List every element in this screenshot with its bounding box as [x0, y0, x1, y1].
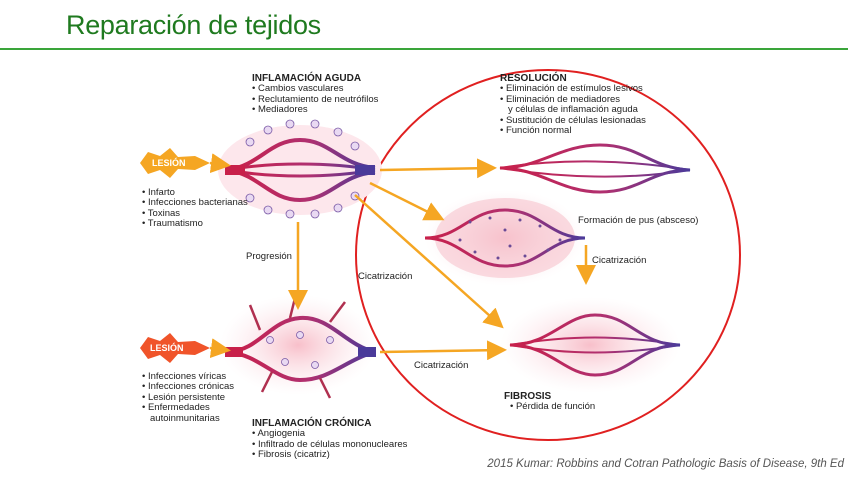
injury-cause: Infecciones crónicas	[142, 381, 234, 392]
resolution-header: RESOLUCIÓN	[500, 73, 567, 84]
chronic-inflammation-label: INFLAMACIÓN CRÓNICA Angiogenia Infiltrad…	[252, 418, 407, 461]
resolution-vessel-illustration	[499, 143, 691, 194]
injury-label-bottom: LESIÓN	[150, 343, 184, 353]
chronic-vessel-illustration	[220, 295, 376, 399]
injury-cause: Enfermedades	[142, 402, 234, 413]
flow-arrows	[209, 153, 596, 361]
injury-burst-icon-bottom	[140, 333, 210, 363]
chronic-header: INFLAMACIÓN CRÓNICA	[252, 418, 372, 429]
injury-cause: Toxinas	[142, 208, 248, 219]
fibrosis-header: FIBROSIS	[504, 391, 552, 402]
resolution-item: y células de inflamación aguda	[508, 104, 638, 116]
highlight-circle	[355, 69, 741, 441]
resolution-item: Eliminación de estímulos lesivos	[500, 83, 646, 94]
acute-vessel-illustration	[218, 119, 382, 219]
title-underline	[0, 48, 848, 50]
chronic-item: Infiltrado de células mononucleares	[252, 439, 407, 450]
resolution-label: RESOLUCIÓN Eliminación de estímulos lesi…	[500, 73, 646, 136]
acute-item: Mediadores	[252, 104, 378, 115]
chronic-item: Fibrosis (cicatriz)	[252, 449, 407, 460]
abscess-vessel-illustration	[424, 190, 586, 286]
injury-cause: Infarto	[142, 187, 248, 198]
acute-item: Reclutamiento de neutrófilos	[252, 94, 378, 105]
injury-burst-icon-top	[140, 148, 210, 178]
fibrosis-vessel-illustration	[500, 297, 681, 393]
acute-header: INFLAMACIÓN AGUDA	[252, 73, 362, 84]
fibrosis-label: FIBROSIS Pérdida de función	[504, 391, 595, 413]
injury-cause: Traumatismo	[142, 218, 248, 229]
fibrosis-item: Pérdida de función	[504, 401, 595, 412]
scarring-label-chronic: Cicatrización	[414, 360, 469, 371]
resolution-item: Función normal	[500, 125, 646, 136]
pus-formation-label: Formación de pus (absceso)	[578, 215, 699, 226]
injury-causes-acute: Infarto Infecciones bacterianas Toxinas …	[142, 187, 248, 230]
citation: 2015 Kumar: Robbins and Cotran Pathologi…	[487, 458, 844, 470]
resolution-item: Eliminación de mediadores	[500, 94, 646, 105]
acute-inflammation-label: INFLAMACIÓN AGUDA Cambios vasculares Rec…	[252, 73, 378, 116]
scarring-label-diagonal: Cicatrización	[358, 271, 413, 282]
injury-cause: Infecciones víricas	[142, 371, 234, 382]
injury-cause: autoinmunitarias	[150, 412, 220, 424]
injury-cause: Infecciones bacterianas	[142, 197, 248, 208]
injury-causes-chronic: Infecciones víricas Infecciones crónicas…	[142, 371, 234, 424]
injury-cause: Lesión persistente	[142, 392, 234, 403]
scarring-label-vertical: Cicatrización	[592, 255, 647, 266]
progression-label: Progresión	[246, 251, 292, 262]
chronic-item: Angiogenia	[252, 428, 407, 439]
injury-label-top: LESIÓN	[152, 158, 186, 168]
acute-item: Cambios vasculares	[252, 83, 378, 94]
resolution-item: Sustitución de células lesionadas	[500, 115, 646, 126]
page-title: Reparación de tejidos	[66, 10, 321, 40]
